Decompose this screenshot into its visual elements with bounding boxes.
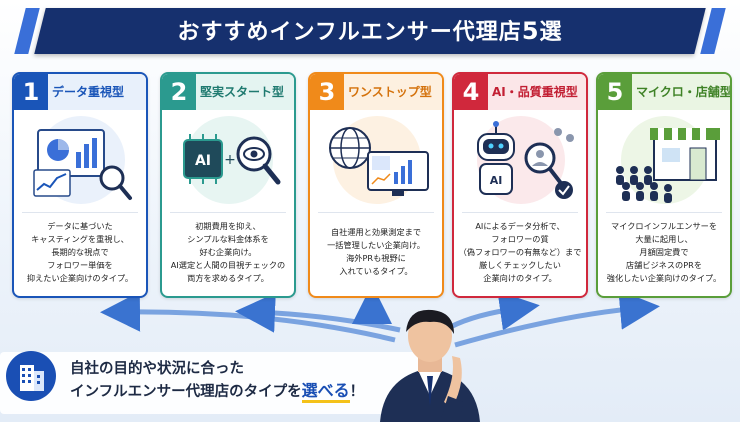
desc-line: マイクロインフルエンサーを: [610, 221, 718, 231]
desc-line: 月額固定費で: [639, 247, 689, 257]
card-number: 1: [14, 74, 48, 110]
desc-line: 両方を求めるタイプ。: [187, 273, 269, 283]
card-header: 3 ワンストップ型: [310, 74, 442, 110]
arrow-to-card-1: [100, 291, 396, 343]
crowd-icon: [616, 166, 672, 203]
desc-line: 一括管理したい企業向け。: [327, 240, 425, 250]
footer-message: 自社の目的や状況に合った インフルエンサー代理店のタイプを選べる！: [70, 358, 364, 403]
footer-line-1: 自社の目的や状況に合った: [70, 361, 244, 377]
footer-panel: [0, 352, 420, 414]
title-number: 5: [521, 17, 540, 45]
card-ai-quality: 4 AI・品質重視型 AI AIによるデータ分析で、 フォロワーの質 （偽フォロ…: [452, 72, 588, 298]
card-micro-store: 5 マイクロ・店舗型 マイクロインフルエンサーを 大量に起用し、 月額固定費で …: [596, 72, 732, 298]
desc-line: （偽フォロワーの有無など）まで: [458, 247, 582, 257]
title-main: おすすめインフルエンサー代理店: [177, 20, 522, 45]
card-number: 2: [162, 74, 196, 110]
desc-line: フォロワー単価を: [47, 260, 113, 270]
banner-accent-right: [700, 8, 726, 54]
desc-line: 海外PRも視野に: [346, 253, 406, 263]
desc-line: 店舗ビジネスのPRを: [625, 260, 703, 270]
card-divider: [22, 212, 138, 213]
desc-line: 好む企業向け。: [199, 247, 257, 257]
svg-text:AI: AI: [195, 153, 211, 169]
ai-chip-icon: AI +: [183, 116, 281, 204]
desc-line: 入れているタイプ。: [339, 266, 413, 276]
card-header: 1 データ重視型: [14, 74, 146, 110]
card-label: AI・品質重視型: [492, 85, 578, 99]
footer-line-2: インフルエンサー代理店のタイプを選べる！: [70, 380, 364, 403]
card-header: 2 堅実スタート型: [162, 74, 294, 110]
card-description: 自社運用と効果測定まで 一括管理したい企業向け。 海外PRも視野に 入れているタ…: [314, 226, 438, 278]
desc-line: データに基づいた: [47, 221, 113, 231]
card-description: 初期費用を抑え、 シンプルな料金体系を 好む企業向け。 AI選定と人間の目視チェ…: [166, 220, 290, 285]
desc-line: 大量に起用し、: [635, 234, 693, 244]
storefront-icon: [616, 116, 720, 204]
desc-line: フォロワーの質: [491, 234, 549, 244]
desc-line: 厳しくチェックしたい: [479, 260, 561, 270]
svg-text:+: +: [224, 152, 236, 168]
card-data-driven: 1 データ重視型 データに基づいた キャスティングを重視し、 長期的な視点で フ…: [12, 72, 148, 298]
title-suffix: 選: [539, 20, 563, 45]
desc-line: AIによるデータ分析で、: [475, 221, 565, 231]
globe-icon: [329, 116, 429, 204]
card-divider: [462, 212, 578, 213]
card-label: 堅実スタート型: [200, 85, 285, 99]
card-description: AIによるデータ分析で、 フォロワーの質 （偽フォロワーの有無など）まで 厳しく…: [458, 220, 582, 285]
dashboard-icon: [33, 116, 132, 204]
card-one-stop: 3 ワンストップ型 自社運用と効果測定まで 一括管理したい企業向け。 海外PRも…: [308, 72, 444, 298]
card-divider: [318, 212, 434, 213]
desc-line: シンプルな料金体系を: [187, 234, 269, 244]
magnifier-icon: [99, 165, 125, 191]
desc-line: キャスティングを重視し、: [31, 234, 129, 244]
desc-line: 自社運用と効果測定まで: [330, 227, 422, 237]
card-header: 4 AI・品質重視型: [454, 74, 586, 110]
card-divider: [170, 212, 286, 213]
card-header: 5 マイクロ・店舗型: [598, 74, 730, 110]
desc-line: 長期的な視点で: [51, 247, 109, 257]
desc-line: AI選定と人間の目視チェックの: [170, 260, 286, 270]
card-divider: [606, 212, 722, 213]
page-title: おすすめインフルエンサー代理店5選: [40, 8, 700, 54]
footer-highlight: 選べる: [301, 381, 350, 403]
svg-text:AI: AI: [490, 174, 503, 187]
desc-line: 抑えたい企業向けのタイプ。: [26, 273, 134, 283]
card-label: データ重視型: [52, 85, 125, 99]
footer-exclaim: ！: [349, 384, 365, 400]
card-description: マイクロインフルエンサーを 大量に起用し、 月額固定費で 店舗ビジネスのPRを …: [602, 220, 726, 285]
card-label: マイクロ・店舗型: [636, 85, 732, 99]
card-number: 3: [310, 74, 344, 110]
desc-line: 企業向けのタイプ。: [483, 273, 557, 283]
desc-line: 強化したい企業向けのタイプ。: [606, 273, 722, 283]
desc-line: 初期費用を抑え、: [195, 221, 261, 231]
card-number: 5: [598, 74, 632, 110]
building-icon: [6, 351, 56, 401]
card-number: 4: [454, 74, 488, 110]
businessman-illustration: [380, 309, 480, 422]
check-icon: [555, 181, 573, 199]
card-description: データに基づいた キャスティングを重視し、 長期的な視点で フォロワー単価を 抑…: [18, 220, 142, 285]
card-steady-start: 2 堅実スタート型 AI + 初期費用を抑え、 シンプルな料金体系を 好む企業向…: [160, 72, 296, 298]
footer-line-2-text: インフルエンサー代理店のタイプを: [70, 384, 302, 400]
card-label: ワンストップ型: [348, 85, 432, 99]
robot-icon: AI: [477, 116, 574, 204]
